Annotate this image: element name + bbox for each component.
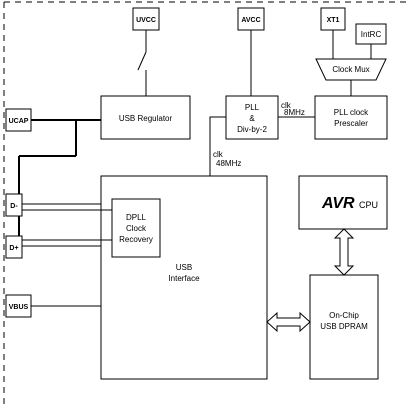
- pll-to-usb-interface-wire: [209, 116, 226, 176]
- vbus-pin-label: VBUS: [9, 304, 29, 311]
- pll-label-line3: Div-by-2: [237, 125, 267, 134]
- dplus-pin-label: D+: [9, 245, 18, 252]
- uvcc-switch: [137, 51, 147, 71]
- clk-8mhz-label-line1: clk: [281, 101, 292, 110]
- dpll-block: [111, 198, 161, 258]
- clock-mux-label: Clock Mux: [332, 65, 369, 74]
- dplus-pin: [5, 235, 23, 259]
- clk-48mhz-label-line1: clk: [213, 150, 224, 159]
- avr-logo: AVR: [321, 195, 355, 212]
- clock-mux-block: [315, 58, 387, 81]
- cpu-dpram-bus-arrow: [333, 228, 355, 276]
- pll-label-line2: &: [249, 114, 255, 123]
- usb-regulator-block: [100, 95, 191, 140]
- usb-regulator-label: USB Regulator: [119, 114, 173, 123]
- dpram-label-line1: On-Chip: [329, 311, 359, 320]
- dpll-label-line2: Clock: [126, 224, 147, 233]
- dpll-label-line1: DPLL: [126, 213, 147, 222]
- usb-interface-label-line1: USB: [176, 263, 192, 272]
- dminus-pin-label: D-: [10, 203, 18, 210]
- clk-48mhz-label-line2: 48MHz: [216, 159, 241, 168]
- usb-interface-label-line2: Interface: [168, 274, 200, 283]
- dpll-label-line3: Recovery: [119, 235, 153, 244]
- avcc-pin-label: AVCC: [241, 17, 260, 24]
- dminus-pin: [5, 193, 23, 217]
- uvcc-pin-label: UVCC: [136, 17, 156, 24]
- dpram-block: [309, 274, 379, 380]
- pll-prescaler-label-line2: Prescaler: [334, 119, 368, 128]
- intrc-label: IntRC: [361, 30, 382, 39]
- pll-block: [225, 95, 279, 140]
- pll-prescaler-label-line1: PLL clock: [334, 108, 369, 117]
- xt1-pin-label: XT1: [327, 17, 340, 24]
- cpu-block: [298, 175, 388, 230]
- pll-prescaler-block: [314, 95, 388, 140]
- usb-interface-dpram-bus-arrow: [266, 311, 311, 333]
- pll-label-line1: PLL: [245, 103, 260, 112]
- dpram-label-line2: USB DPRAM: [320, 322, 368, 331]
- cpu-label: CPU: [359, 200, 378, 210]
- clk-8mhz-label-line2: 8MHz: [284, 108, 305, 117]
- ucap-pin-label: UCAP: [9, 118, 29, 125]
